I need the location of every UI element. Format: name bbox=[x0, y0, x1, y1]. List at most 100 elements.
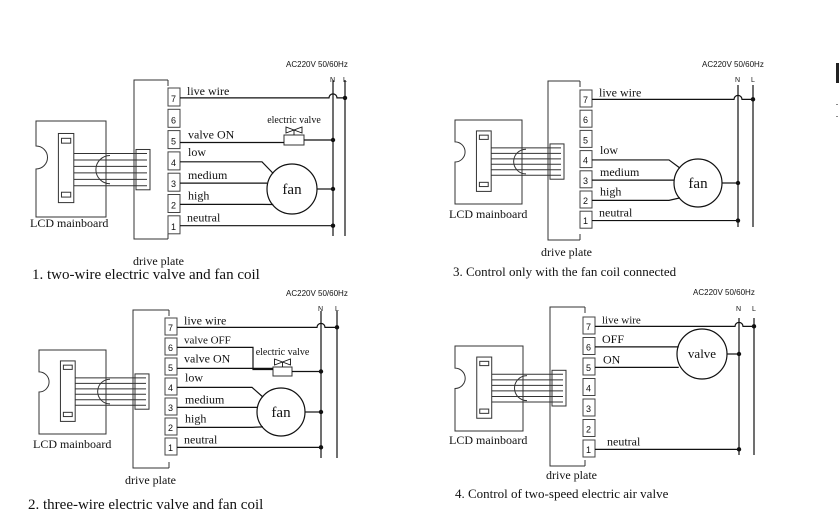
low-speed-wire bbox=[180, 161, 274, 174]
supply-label: AC220V 50/60Hz bbox=[286, 60, 348, 69]
junction-dot bbox=[318, 369, 324, 374]
terminal-number: 1 bbox=[586, 445, 591, 455]
ribbon-clamp bbox=[97, 378, 111, 405]
junction-dot bbox=[736, 351, 742, 357]
wire-label-t7: live wire bbox=[599, 85, 641, 99]
l-label: L bbox=[335, 306, 339, 313]
drive-plate-outline bbox=[547, 80, 580, 241]
wire-label-t7: live wire bbox=[184, 313, 226, 327]
low-speed-wire bbox=[592, 159, 681, 169]
terminal-5 bbox=[579, 129, 593, 148]
socket-slot-bottom bbox=[478, 181, 489, 188]
junction-dot bbox=[318, 445, 324, 450]
terminal-7 bbox=[579, 89, 593, 108]
wire-label-t7: live wire bbox=[187, 84, 229, 98]
n-label: N bbox=[736, 306, 741, 313]
board-socket bbox=[476, 356, 493, 419]
live-wire bbox=[595, 321, 754, 327]
terminal-number: 6 bbox=[586, 343, 591, 353]
terminal-number: 4 bbox=[586, 384, 591, 394]
valve-symbol-icon bbox=[274, 358, 291, 366]
terminal-number: 2 bbox=[171, 201, 176, 211]
wire-label-t1: neutral bbox=[184, 432, 218, 446]
electric-valve-label: electric valve bbox=[256, 347, 310, 358]
terminal-2 bbox=[167, 194, 181, 213]
board-label: LCD mainboard bbox=[449, 433, 527, 447]
board-socket bbox=[59, 360, 76, 422]
terminal-5 bbox=[582, 357, 596, 376]
socket-slot-bottom bbox=[62, 411, 73, 418]
lcd-mainboard-outline bbox=[38, 349, 107, 435]
terminal-number: 5 bbox=[586, 363, 591, 373]
wire-label-t2: high bbox=[188, 188, 209, 202]
wire-label-t5: valve ON bbox=[184, 351, 231, 365]
terminal-number: 2 bbox=[583, 196, 588, 206]
wire-label-t1: neutral bbox=[607, 434, 641, 448]
terminal-1 bbox=[582, 439, 596, 458]
board-socket bbox=[475, 130, 492, 192]
terminal-6 bbox=[582, 337, 596, 355]
drive-plate-label: drive plate bbox=[541, 245, 592, 259]
terminal-number: 7 bbox=[171, 94, 176, 104]
terminal-1 bbox=[579, 210, 593, 229]
wire-label-t6: valve OFF bbox=[184, 334, 231, 346]
fan-label: fan bbox=[271, 405, 291, 421]
terminal-7 bbox=[167, 87, 181, 107]
lcd-mainboard-outline bbox=[454, 119, 523, 205]
terminal-7 bbox=[164, 317, 178, 336]
terminal-3 bbox=[167, 172, 181, 192]
terminal-number: 5 bbox=[168, 363, 173, 373]
terminal-number: 7 bbox=[583, 95, 588, 105]
wire-label-t3: medium bbox=[185, 392, 225, 406]
wire-label-t2: high bbox=[185, 411, 206, 425]
terminal-3 bbox=[582, 398, 596, 417]
live-wire bbox=[180, 93, 345, 99]
junction-dot bbox=[735, 218, 741, 223]
wire-label-t4: low bbox=[600, 143, 618, 157]
terminal-4 bbox=[582, 378, 596, 396]
low-speed-wire bbox=[177, 386, 264, 398]
terminal-number: 4 bbox=[168, 383, 173, 393]
plate-connector bbox=[551, 369, 567, 407]
panel-caption: 2. three-wire electric valve and fan coi… bbox=[28, 497, 263, 513]
terminal-number: 4 bbox=[583, 156, 588, 166]
terminal-number: 7 bbox=[168, 323, 173, 333]
wire-label-t3: medium bbox=[188, 168, 228, 182]
terminal-7 bbox=[582, 316, 596, 335]
edge-fragment bbox=[836, 63, 839, 83]
junction-dot bbox=[751, 324, 757, 329]
l-label: L bbox=[751, 77, 755, 84]
terminal-5 bbox=[164, 357, 178, 376]
junction-dot bbox=[750, 97, 756, 102]
junction-dot bbox=[330, 223, 336, 228]
ribbon-clamp bbox=[513, 148, 527, 175]
terminal-6 bbox=[167, 108, 181, 128]
panel-caption: 1. two-wire electric valve and fan coil bbox=[32, 267, 260, 283]
terminal-4 bbox=[167, 151, 181, 171]
wire-label-t7: live wire bbox=[602, 314, 641, 326]
board-label: LCD mainboard bbox=[30, 216, 108, 230]
socket-slot-top bbox=[62, 364, 73, 370]
plate-connector bbox=[549, 143, 565, 180]
wire-label-t6: OFF bbox=[602, 332, 624, 346]
ribbon-clamp bbox=[95, 155, 111, 185]
terminal-1 bbox=[167, 215, 181, 235]
supply-label: AC220V 50/60Hz bbox=[693, 288, 755, 297]
fan-label: fan bbox=[282, 182, 302, 198]
edge-fragment bbox=[836, 104, 838, 105]
lcd-mainboard-outline bbox=[454, 345, 524, 432]
panel-caption: 3. Control only with the fan coil connec… bbox=[453, 264, 677, 279]
terminal-number: 1 bbox=[168, 443, 173, 453]
junction-dot bbox=[334, 325, 340, 330]
terminal-1 bbox=[164, 437, 178, 456]
ribbon-clamp bbox=[514, 375, 528, 402]
terminal-5 bbox=[167, 130, 181, 150]
terminal-6 bbox=[164, 337, 178, 356]
wire-label-t5: valve ON bbox=[188, 128, 235, 142]
terminal-number: 1 bbox=[171, 222, 176, 232]
drive-plate-label: drive plate bbox=[125, 473, 176, 487]
board-label: LCD mainboard bbox=[449, 207, 527, 221]
wire-label-t1: neutral bbox=[599, 206, 633, 220]
